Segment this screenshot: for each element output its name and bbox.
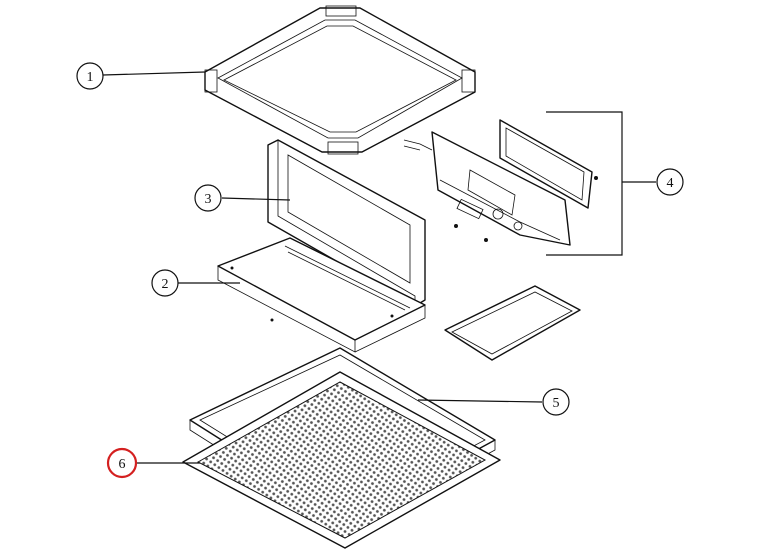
part-4-control-box-assembly <box>403 119 598 246</box>
callout-4: 4 <box>656 168 684 196</box>
callout-1-label: 1 <box>87 70 94 85</box>
callout-6-highlight-ring <box>106 447 138 479</box>
part-6-mesh-grille <box>182 371 501 549</box>
callout-4-label: 4 <box>667 176 674 191</box>
leader-lines <box>102 71 656 464</box>
leader-bracket-4 <box>546 111 656 256</box>
leader-line-5 <box>417 399 543 403</box>
callout-3-label: 3 <box>205 192 212 207</box>
callout-5-label: 5 <box>553 396 560 411</box>
callout-1: 1 <box>76 62 104 90</box>
callout-3: 3 <box>194 184 222 212</box>
callout-5: 5 <box>542 388 570 416</box>
leader-line-1 <box>102 71 206 76</box>
leader-line-3 <box>221 197 291 201</box>
part-1-top-frame <box>204 5 476 155</box>
part-3-side-panel <box>267 139 426 307</box>
callout-6-label: 6 <box>119 457 126 472</box>
loose-plate <box>444 285 581 361</box>
callout-2: 2 <box>151 269 179 297</box>
callout-2-label: 2 <box>162 277 169 292</box>
part-2-flat-plate <box>217 237 426 353</box>
callout-6: 6 <box>106 447 138 479</box>
